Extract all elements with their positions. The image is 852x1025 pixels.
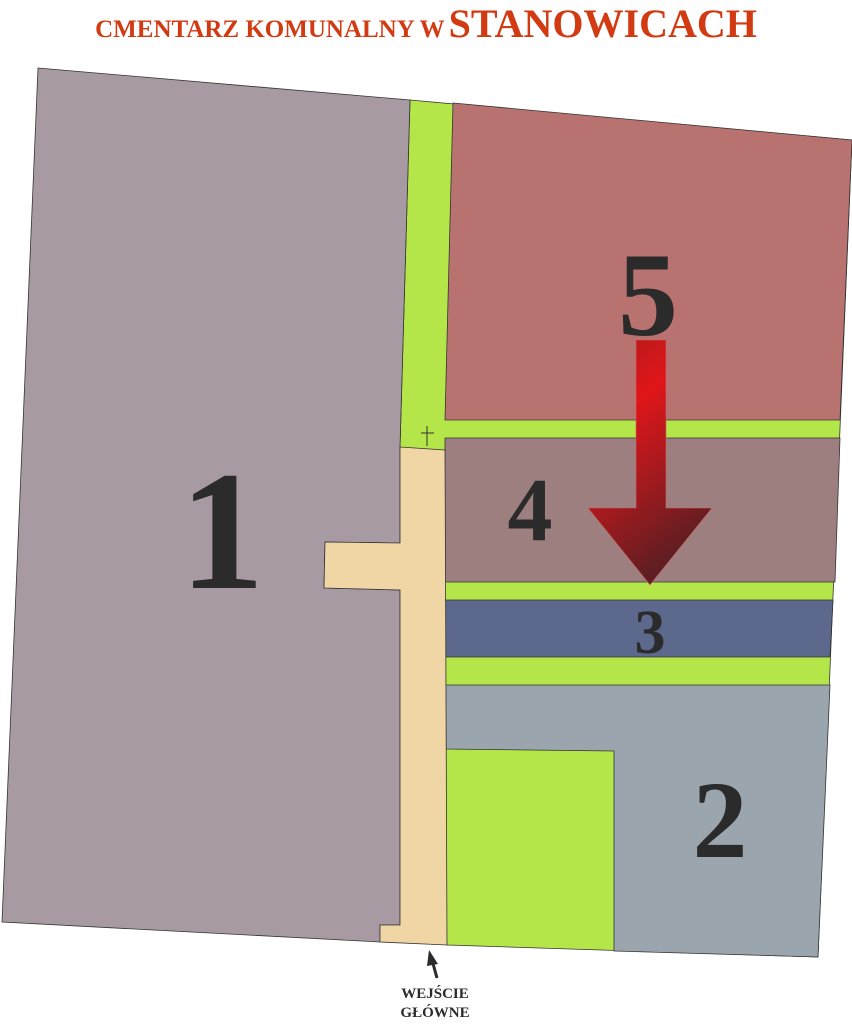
entrance-line-1: WEJŚCIE xyxy=(401,986,469,1002)
section-5[interactable] xyxy=(444,102,852,421)
pointer-arrow-icon xyxy=(587,339,713,586)
main-alley xyxy=(323,446,448,946)
entrance-line-2: GŁÓWNE xyxy=(400,1005,470,1021)
title-part-1: CMENTARZ KOMUNALNY W xyxy=(95,16,445,43)
section-1-label: 1 xyxy=(180,437,265,625)
section-2-label: 2 xyxy=(693,759,748,881)
main-entrance-label: WEJŚCIE GŁÓWNE xyxy=(370,985,500,1023)
cross-icon xyxy=(421,426,434,446)
title-part-2: STANOWICACH xyxy=(448,1,757,46)
map-title: CMENTARZ KOMUNALNY W STANOWICACH xyxy=(0,0,852,47)
section-5-label: 5 xyxy=(618,228,678,361)
section-3-label: 3 xyxy=(635,599,666,667)
section-4-label: 4 xyxy=(508,461,553,560)
entrance-arrow-icon xyxy=(427,950,439,979)
